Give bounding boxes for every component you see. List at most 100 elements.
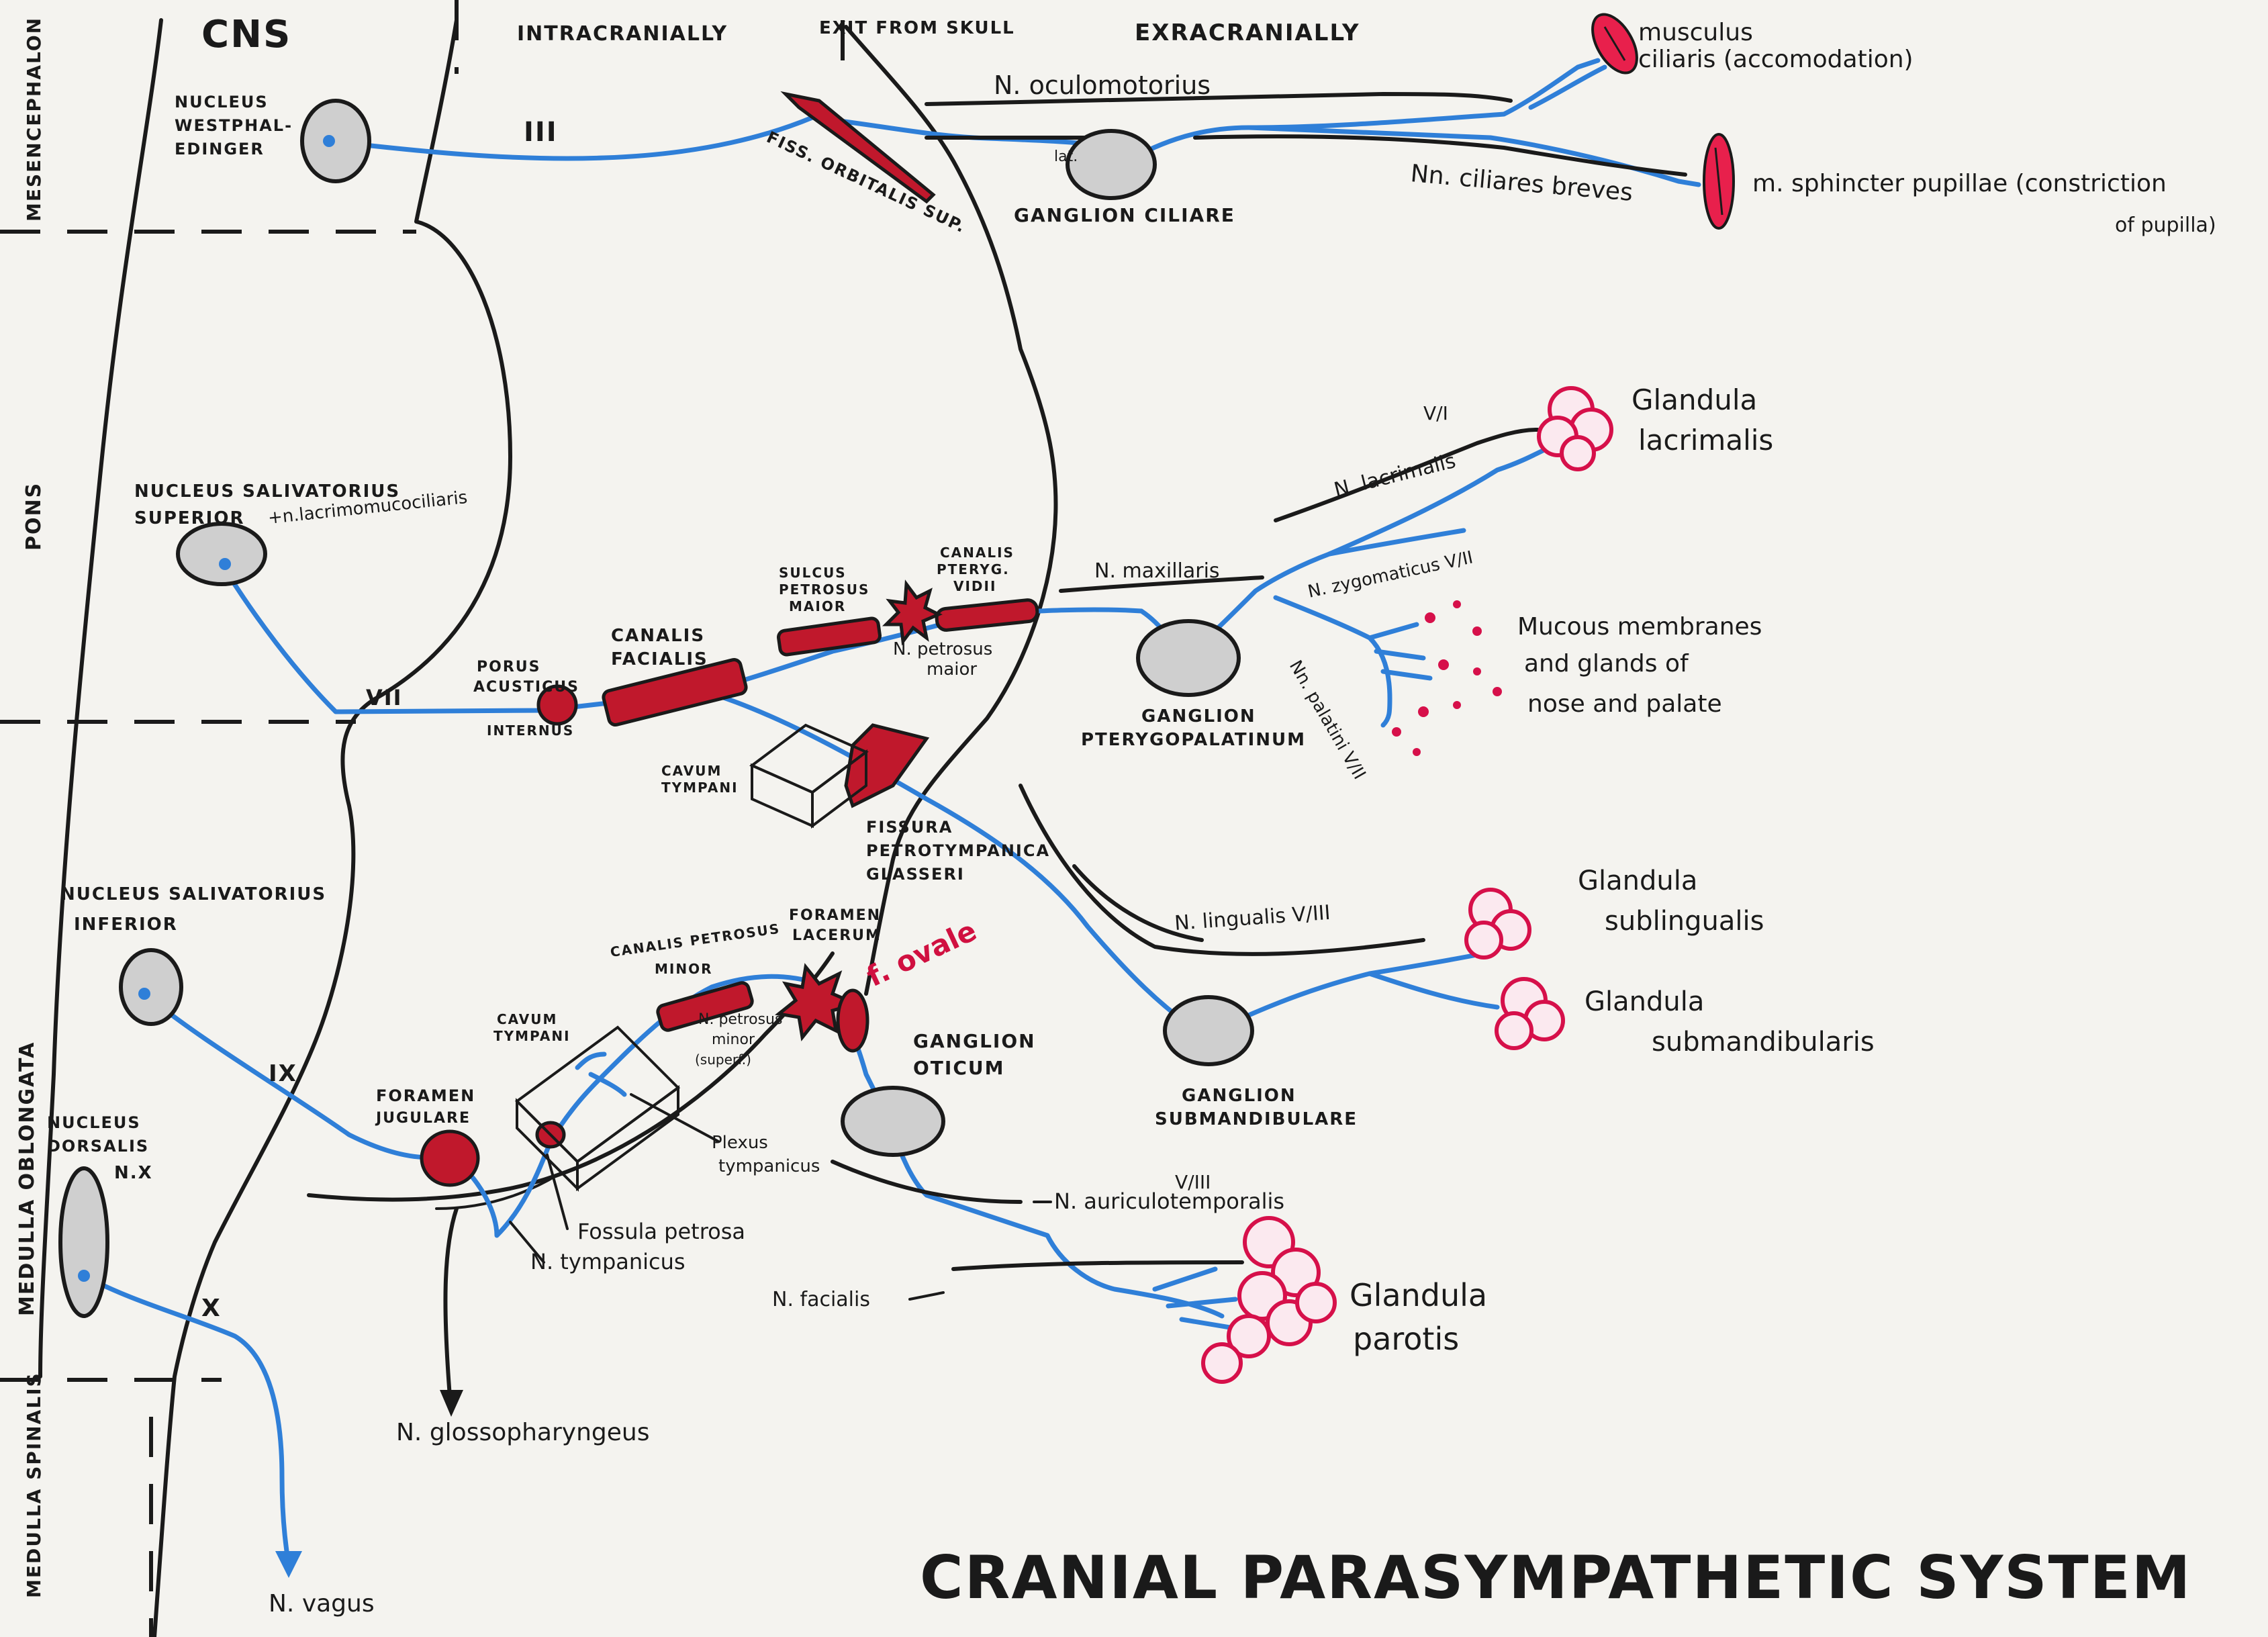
label-n-petrosus-maior-2: maior — [927, 659, 977, 680]
label-nn-ciliares: Nn. ciliares breves — [1409, 160, 1634, 207]
label-canalis-ptery-3: VIDII — [953, 578, 996, 594]
glandula-submandibularis-shape — [1495, 977, 1565, 1050]
label-ganglion-oticum-2: OTICUM — [913, 1057, 1004, 1079]
nucleus-dorsalis-vagi — [58, 1166, 109, 1318]
label-porus-3: INTERNUS — [487, 722, 574, 739]
m-sphincter-pupillae — [1703, 133, 1735, 230]
label-glandula-parotis-2: parotis — [1353, 1321, 1459, 1357]
label-mesencephalon: MESENCEPHALON — [23, 17, 45, 222]
nerve-path-III — [326, 115, 1131, 161]
label-ganglion-ptery-2: PTERYGOPALATINUM — [1081, 730, 1306, 750]
label-ganglion-oticum-1: GANGLION — [913, 1030, 1036, 1052]
label-nucleus-westphal-1: NUCLEUS — [175, 93, 269, 111]
label-cn-VII: VII — [366, 685, 403, 710]
label-cns: CNS — [201, 13, 291, 56]
cavum-tympani-lower-box — [514, 1025, 681, 1192]
porus-acusticus-internus — [536, 684, 578, 726]
nucleus-dorsalis-dot — [78, 1270, 90, 1282]
label-n-maxillaris: N. maxillaris — [1094, 559, 1220, 583]
maxillaris-outline — [1059, 575, 1264, 593]
fissura-orbitalis-superior — [780, 91, 936, 204]
label-nucleus-salsup-1: NUCLEUS SALIVATORIUS — [134, 481, 400, 502]
oculomotorius-trunk — [925, 92, 1513, 106]
label-glandula-submand-1: Glandula — [1585, 986, 1704, 1017]
label-n-petrosus-minor-2: minor — [712, 1031, 755, 1048]
ganglion-oticum — [841, 1086, 945, 1157]
lingualis-outline — [1019, 784, 1425, 956]
nerve-auriculotemporalis — [890, 1125, 1225, 1319]
canalis-facialis — [602, 657, 748, 727]
lacrimalis-outline — [1274, 428, 1540, 522]
label-n-lacrimalis: N. lacrimalis — [1331, 449, 1458, 502]
label-glandula-lacrimalis-1: Glandula — [1632, 383, 1757, 416]
label-nucleus-westphal-3: EDINGER — [175, 140, 265, 158]
label-n-facialis: N. facialis — [772, 1288, 870, 1311]
foramen-ovale — [836, 988, 869, 1053]
canalis-pterygoideus — [935, 598, 1039, 632]
ganglion-ciliare — [1066, 129, 1157, 200]
label-exit-from-skull: EXIT FROM SKULL — [819, 18, 1015, 38]
label-canalis-ptery-2: PTERYG. — [937, 561, 1010, 577]
nucleus-salivatorius-inferior — [119, 948, 183, 1026]
label-canalis-petrosus-1: CANALIS PETROSUS — [609, 921, 781, 960]
label-fissura-1: FISSURA — [866, 818, 953, 837]
skull-exit-border — [844, 25, 1058, 996]
sulcus-petrosus-maior — [777, 616, 882, 657]
label-pons: PONS — [22, 482, 46, 551]
label-nucleus-dorsalis-1: NUCLEUS — [47, 1113, 141, 1132]
label-glandula-lacrimalis-2: lacrimalis — [1638, 424, 1773, 457]
label-ganglion-sub-1: GANGLION — [1182, 1086, 1296, 1106]
label-n-petrosus-minor-3: (superf.) — [695, 1051, 751, 1068]
cavum-tympani-upper-box — [749, 723, 869, 829]
label-canalis-ptery-1: CANALIS — [940, 545, 1014, 561]
nerve-lingualis — [1206, 951, 1486, 1037]
label-nucleus-dorsalis-2: DORSALIS — [47, 1137, 149, 1156]
label-v-iii: V/III — [1175, 1171, 1211, 1193]
foramen-jugulare — [420, 1129, 480, 1187]
vagus-arrowhead — [275, 1551, 302, 1578]
label-cn-X: X — [201, 1295, 222, 1322]
label-nucleus-salsup-2: SUPERIOR — [134, 508, 244, 528]
facialis-trunk — [951, 1260, 1244, 1271]
label-ganglion-ptery-1: GANGLION — [1141, 706, 1256, 727]
label-musculus-ciliaris-1: musculus — [1638, 19, 1753, 46]
label-m-sphincter: m. sphincter pupillae (constriction — [1752, 170, 2167, 197]
nerve-mucous-branch-3 — [1380, 669, 1433, 681]
label-nn-palatini: Nn. palatini V/II — [1285, 657, 1370, 784]
label-cn-III: III — [524, 117, 558, 148]
label-foramen-jugulare-2: JUGULARE — [375, 1110, 471, 1127]
label-canalis-facialis-2: FACIALIS — [611, 649, 708, 669]
glandula-lacrimalis-shape — [1537, 386, 1613, 471]
label-n-oculomotorius: N. oculomotorius — [994, 71, 1211, 100]
diagram-title: CRANIAL PARASYMPATHETIC SYSTEM — [920, 1543, 2191, 1612]
label-n-vagus: N. vagus — [269, 1590, 375, 1618]
glandula-parotis-shape — [1201, 1216, 1337, 1384]
label-glandula-sublingualis-1: Glandula — [1578, 866, 1697, 896]
label-canalis-facialis-1: CANALIS — [611, 626, 705, 646]
label-ganglion-sub-2: SUBMANDIBULARE — [1155, 1109, 1358, 1129]
petrous-bone-lower — [435, 1174, 559, 1210]
label-m-sphincter-2: of pupilla) — [2115, 214, 2216, 237]
label-canalis-petrosus-2: MINOR — [655, 961, 712, 977]
label-glandula-submand-2: submandibularis — [1652, 1027, 1875, 1058]
nerve-ciliary-to-muscles — [1112, 58, 1601, 171]
label-sulcus-2: PETROSUS — [779, 581, 869, 598]
label-mucous-3: nose and palate — [1527, 690, 1722, 718]
musculus-ciliaris — [1591, 13, 1638, 75]
nerve-palatini-branch — [1273, 595, 1392, 728]
nucleus-salivatorius-superior — [176, 522, 267, 586]
label-n-auriculotemporalis: N. auriculotemporalis — [1054, 1188, 1284, 1214]
foramen-lacerum-lower — [775, 963, 861, 1041]
label-lat: lat. — [1054, 148, 1078, 165]
pointer-fossula — [546, 1154, 569, 1230]
label-porus-2: ACUSTICUS — [473, 679, 579, 696]
label-fossula: Fossula petrosa — [577, 1219, 745, 1244]
glossopharyngeus-arrowhead — [440, 1390, 463, 1417]
label-sulcus-3: MAIOR — [789, 598, 846, 614]
label-nucleus-westphal-2: WESTPHAL- — [175, 116, 293, 135]
label-n-tympanicus: N. tympanicus — [530, 1249, 686, 1274]
label-plexus-1: Plexus — [712, 1133, 768, 1153]
label-n-petrosus-maior-1: N. petrosus — [893, 639, 992, 659]
